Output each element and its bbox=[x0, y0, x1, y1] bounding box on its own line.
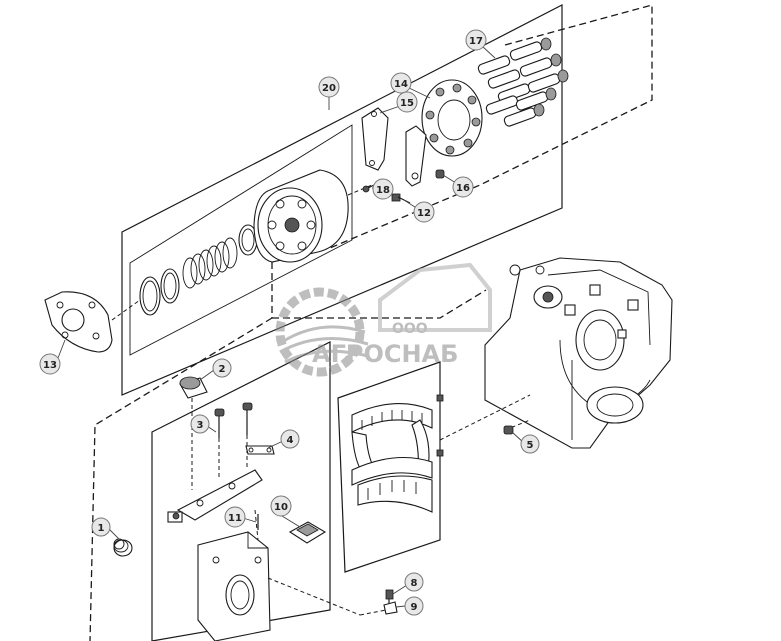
watermark-brand: АГРОСНАБ bbox=[312, 340, 458, 368]
callout-14: 14 bbox=[390, 72, 412, 94]
callout-2: 2 bbox=[212, 358, 232, 378]
svg-text:12: 12 bbox=[417, 208, 431, 219]
callout-4: 4 bbox=[280, 429, 300, 449]
svg-text:3: 3 bbox=[197, 420, 204, 431]
callout-17: 17 bbox=[465, 29, 487, 51]
cylinder-block bbox=[253, 169, 373, 263]
callout-16: 16 bbox=[452, 176, 474, 198]
bearing-cages bbox=[351, 403, 433, 513]
svg-text:2: 2 bbox=[219, 364, 226, 375]
callout-18: 18 bbox=[372, 178, 394, 200]
kit-panel-20 bbox=[121, 4, 563, 396]
plug-5 bbox=[503, 425, 514, 435]
callout-9: 9 bbox=[404, 596, 424, 616]
svg-text:10: 10 bbox=[274, 502, 288, 513]
bolts-3 bbox=[214, 402, 253, 480]
callouts: 1 2 3 4 5 8 9 10 bbox=[39, 29, 540, 616]
control-lever bbox=[167, 469, 263, 541]
swash-plate-13 bbox=[44, 291, 141, 353]
spring-coils bbox=[182, 224, 258, 289]
lower-left-panel bbox=[151, 341, 331, 641]
callout-11: 11 bbox=[224, 506, 246, 528]
callout-12: 12 bbox=[413, 201, 435, 223]
middle-panel bbox=[337, 361, 441, 573]
callout-5: 5 bbox=[520, 434, 540, 454]
retainer-rings bbox=[139, 268, 180, 316]
fitting-9 bbox=[267, 577, 398, 616]
dashed-assembly-outline-upper bbox=[89, 4, 653, 641]
watermark-logo: ООО АГРОСНАБ bbox=[275, 262, 492, 377]
watermark-prefix: ООО bbox=[392, 321, 428, 337]
servo-housing bbox=[197, 531, 271, 641]
svg-text:14: 14 bbox=[394, 79, 408, 90]
guide-bracket bbox=[405, 125, 427, 187]
valve-plate-14 bbox=[421, 79, 483, 157]
svg-text:4: 4 bbox=[287, 435, 294, 446]
svg-text:17: 17 bbox=[469, 36, 483, 47]
svg-text:5: 5 bbox=[527, 440, 534, 451]
bushing-16 bbox=[435, 169, 445, 179]
svg-text:9: 9 bbox=[411, 602, 418, 613]
svg-text:1: 1 bbox=[98, 523, 105, 534]
callout-1: 1 bbox=[91, 517, 111, 537]
leader-lines bbox=[57, 45, 525, 608]
svg-text:15: 15 bbox=[400, 98, 414, 109]
svg-text:11: 11 bbox=[228, 513, 242, 524]
pistons-17 bbox=[477, 37, 569, 127]
dowel-pins bbox=[436, 394, 444, 457]
callout-3: 3 bbox=[190, 414, 210, 434]
callout-13: 13 bbox=[39, 353, 61, 375]
pump-housing bbox=[484, 257, 673, 449]
pad-10 bbox=[288, 521, 327, 544]
callout-20: 20 bbox=[318, 76, 340, 98]
svg-text:8: 8 bbox=[411, 578, 418, 589]
retainer-plate-15 bbox=[361, 107, 389, 171]
callout-10: 10 bbox=[270, 495, 292, 517]
link-4 bbox=[245, 445, 275, 455]
callout-8: 8 bbox=[404, 572, 424, 592]
bushing-2 bbox=[179, 376, 208, 490]
svg-text:18: 18 bbox=[376, 185, 390, 196]
spring-1 bbox=[113, 538, 133, 557]
callout-15: 15 bbox=[396, 91, 418, 113]
svg-text:13: 13 bbox=[43, 360, 57, 371]
svg-text:16: 16 bbox=[456, 183, 470, 194]
svg-text:20: 20 bbox=[322, 83, 336, 94]
